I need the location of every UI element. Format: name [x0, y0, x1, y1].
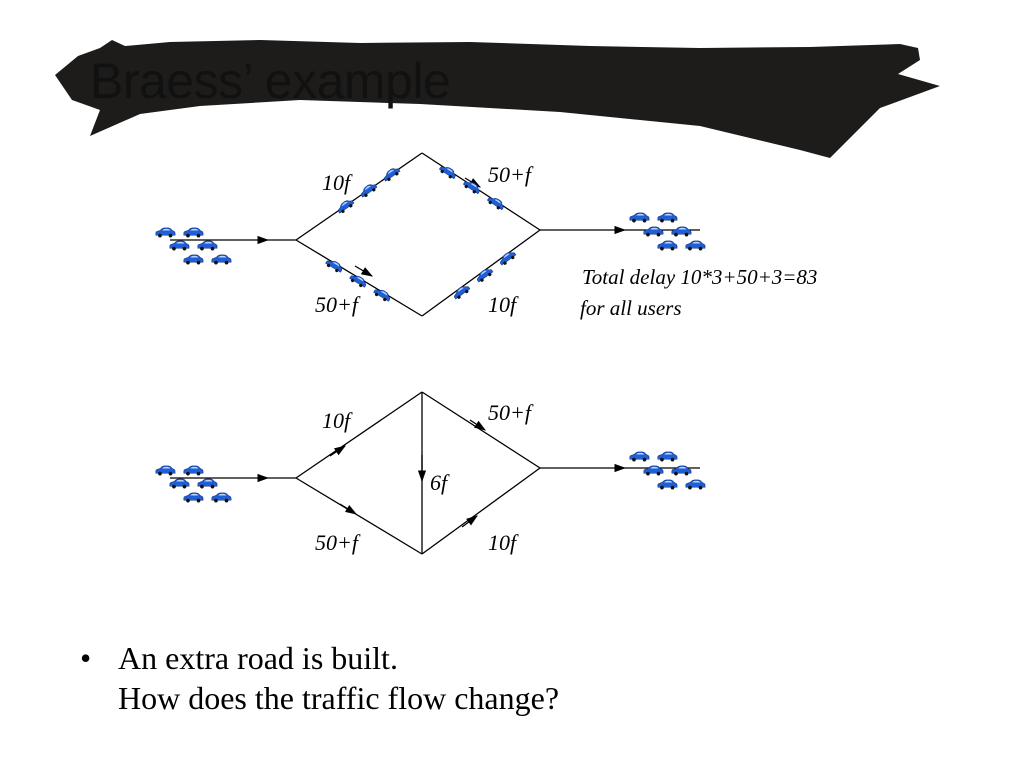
car-icon — [381, 165, 402, 184]
bullet-list: • An extra road is built. How does the t… — [80, 638, 559, 718]
car-icon — [657, 212, 678, 223]
bottom-label-lower-left: 50+f — [315, 530, 361, 555]
car-icon — [197, 240, 218, 251]
title-banner — [55, 40, 940, 158]
car-icon — [211, 254, 232, 265]
arrow-icon — [339, 503, 357, 515]
bullet-item: • An extra road is built. How does the t… — [80, 638, 559, 718]
car-icon — [372, 286, 393, 304]
total-delay-note-line1: Total delay 10*3+50+3=83 — [582, 265, 817, 289]
bullet-dot: • — [80, 640, 92, 676]
bottom-source-cars — [155, 465, 232, 503]
total-delay-note-line2: for all users — [580, 296, 682, 320]
car-icon — [671, 226, 692, 237]
bottom-label-middle: 6f — [430, 470, 450, 495]
bottom-label-upper-left: 10f — [322, 408, 353, 433]
car-icon — [671, 465, 692, 476]
top-edge-upper-right — [421, 152, 541, 231]
car-icon — [629, 212, 650, 223]
car-icon — [657, 240, 678, 251]
top-edge-upper-left — [295, 152, 423, 241]
car-icon — [657, 451, 678, 462]
arrow-icon — [329, 445, 346, 457]
bottom-edge-lower-right — [421, 467, 541, 555]
top-sink-cars — [629, 212, 706, 251]
top-label-upper-right: 50+f — [488, 162, 534, 187]
bullet-line-2: How does the traffic flow change? — [118, 680, 560, 716]
car-icon — [643, 465, 664, 476]
top-label-upper-left: 10f — [322, 170, 353, 195]
car-icon — [685, 240, 706, 251]
car-icon — [183, 227, 204, 238]
bottom-label-upper-right: 50+f — [488, 400, 534, 425]
car-icon — [629, 451, 650, 462]
top-label-lower-left: 50+f — [315, 292, 361, 317]
car-icon — [183, 254, 204, 265]
bottom-sink-cars — [629, 451, 706, 490]
car-icon — [348, 272, 369, 290]
car-icon — [657, 479, 678, 490]
network-bottom: 10f 50+f 6f 50+f 10f — [155, 391, 706, 555]
car-icon — [643, 226, 664, 237]
bottom-edge-upper-left — [295, 391, 423, 479]
car-icon — [169, 478, 190, 489]
bottom-edge-lower-left — [295, 477, 423, 555]
bottom-label-lower-right: 10f — [488, 530, 519, 555]
car-icon — [211, 492, 232, 503]
car-icon — [685, 479, 706, 490]
bullet-line-1: An extra road is built. — [118, 640, 398, 676]
car-icon — [155, 465, 176, 476]
car-icon — [335, 197, 356, 216]
car-icon — [358, 181, 379, 200]
top-label-lower-right: 10f — [488, 292, 519, 317]
arrow-icon — [469, 419, 486, 431]
car-icon — [183, 465, 204, 476]
car-icon — [197, 478, 218, 489]
car-icon — [169, 240, 190, 251]
car-icon — [324, 257, 345, 275]
car-icon — [183, 492, 204, 503]
top-source-cars — [155, 227, 232, 265]
car-icon — [155, 227, 176, 238]
arrow-icon — [461, 515, 478, 528]
slide-title: Braess’ example — [90, 53, 451, 109]
network-top: 10f 50+f 50+f 10f Total delay 10*3+50+3=… — [155, 152, 817, 320]
